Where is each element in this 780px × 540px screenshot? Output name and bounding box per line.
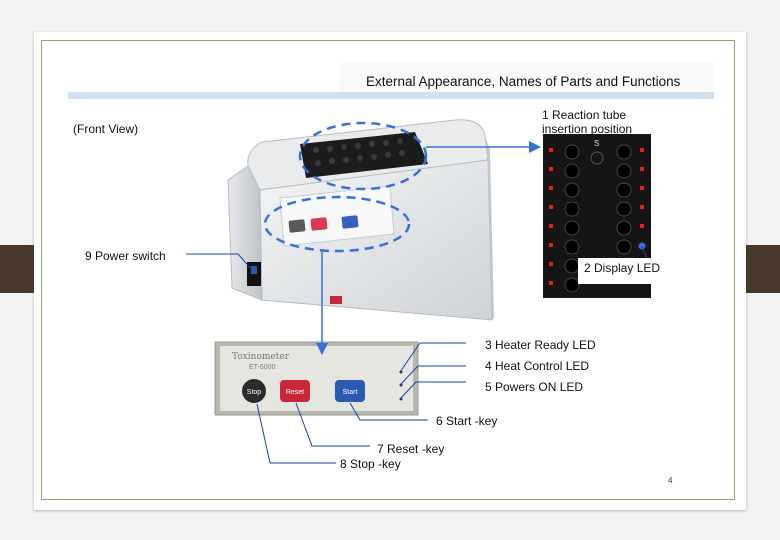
left-decorative-band [0,245,40,293]
panel-model-code: ET-6000 [249,364,276,371]
part-1-label-line1: 1 Reaction tube [542,108,627,122]
part-1-label-line2: insertion position [542,122,633,136]
leader-lines [186,245,649,464]
reset-key-label: Reset [286,389,304,396]
slide-title: External Appearance, Names of Parts and … [366,74,681,89]
title-rule [68,92,714,99]
rack-header-text: S [594,139,599,148]
page-number: 4 [668,476,673,485]
device-photo [227,119,494,321]
part-8-label: 8 Stop -key [340,457,401,471]
start-key-label: Start [343,389,358,396]
title-box [340,62,714,96]
part-5-label: 5 Powers ON LED [485,380,584,394]
part-6-label: 6 Start -key [436,414,498,428]
part-3-label: 3 Heater Ready LED [485,338,596,352]
part-2-label: 2 Display LED [578,258,676,284]
part-7-label: 7 Reset -key [377,442,445,456]
slide-frame [41,40,735,500]
view-label: (Front View) [73,122,139,136]
control-panel-callout [263,195,411,253]
part-9-label: 9 Power switch [85,249,166,263]
stop-key-label: Stop [247,389,262,396]
tube-position-callout [298,121,428,191]
panel-model-name: Toxinometer [232,352,290,362]
part-4-label: 4 Heat Control LED [485,359,590,373]
